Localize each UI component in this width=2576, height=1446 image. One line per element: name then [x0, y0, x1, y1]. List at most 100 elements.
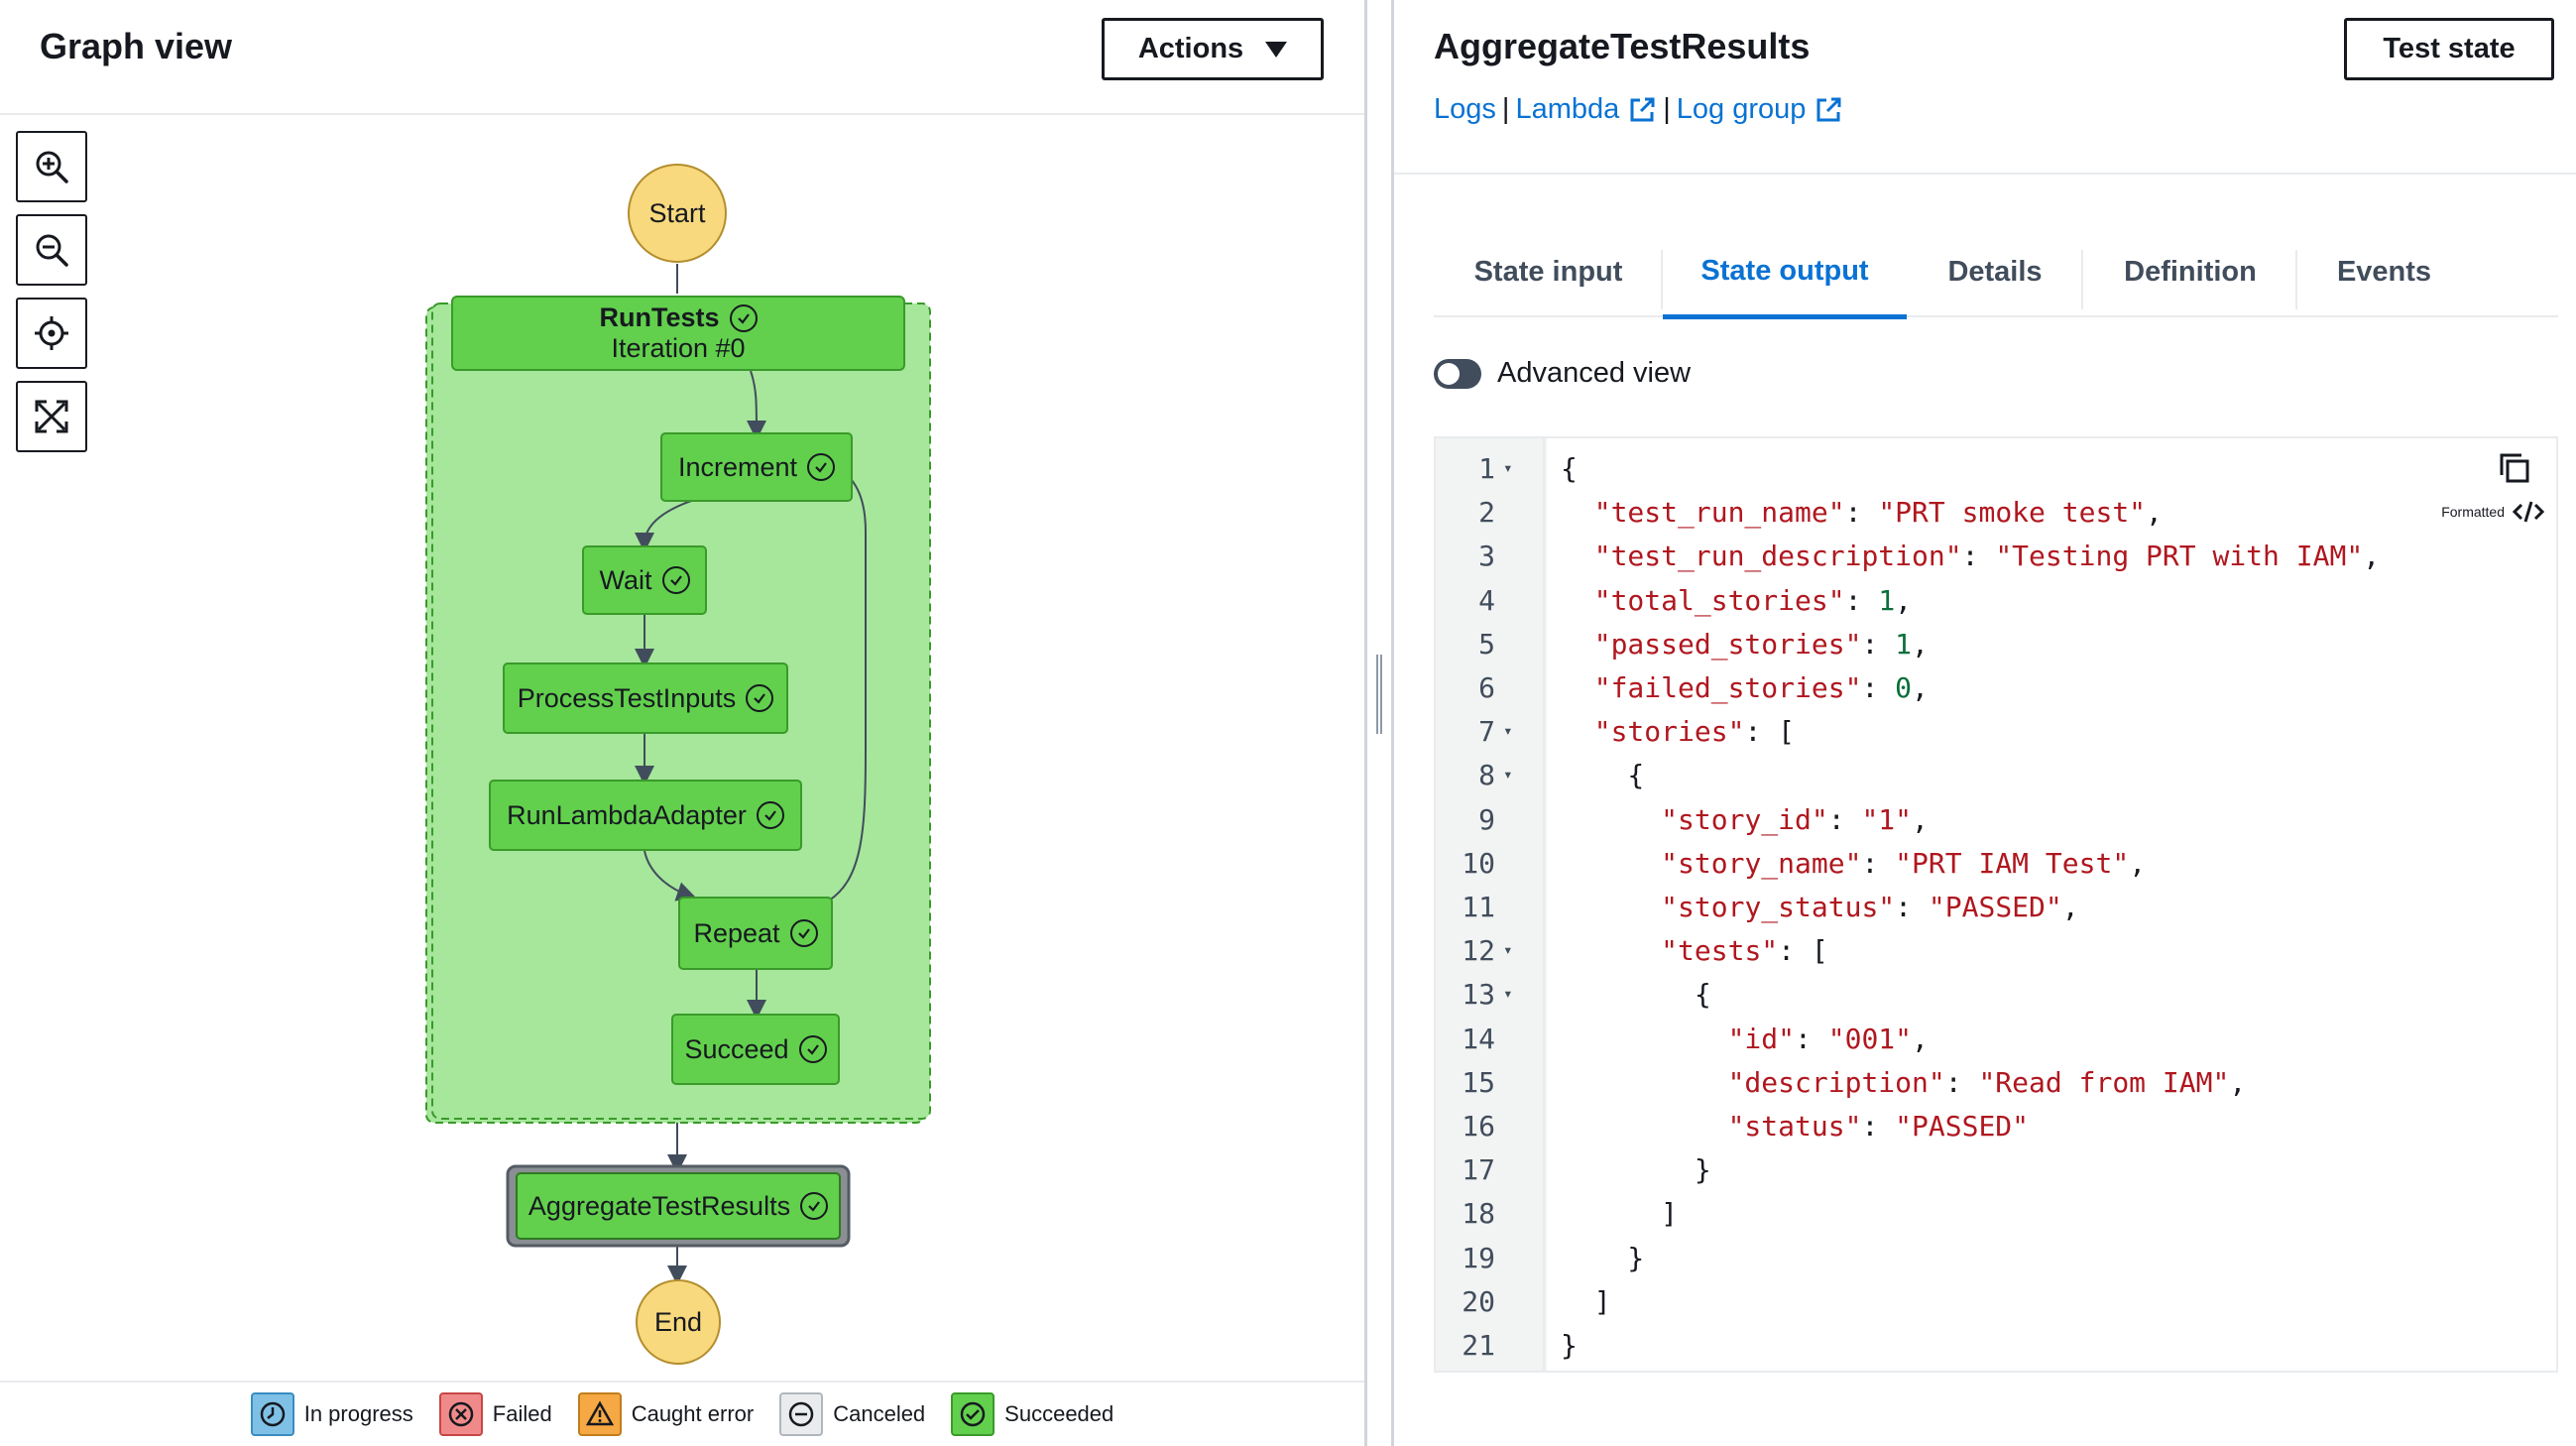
warning-icon: [577, 1392, 622, 1436]
check-circle-icon: [951, 1392, 995, 1436]
drag-grip-icon: [1376, 655, 1382, 734]
legend-in-progress: In progress: [250, 1392, 413, 1436]
line-number: 17: [1462, 1153, 1495, 1187]
copy-icon[interactable]: [2497, 450, 2532, 486]
map-state-name: RunTests: [599, 302, 720, 332]
status-legend: In progress Failed Caught error Canceled…: [0, 1381, 1364, 1446]
tab-events[interactable]: Events: [2336, 255, 2432, 288]
line-number-gutter: [1436, 438, 1545, 1371]
code-text: "story_status": "PASSED",: [1661, 891, 2079, 923]
graph-view-title: Graph view: [40, 26, 233, 66]
line-number: 10: [1462, 846, 1495, 880]
legend-succeeded: Succeeded: [951, 1392, 1113, 1436]
map-state-runtests[interactable]: RunTests Iteration #0: [451, 296, 905, 371]
test-state-button[interactable]: Test state: [2344, 18, 2554, 80]
zoom-out-icon: [36, 234, 68, 267]
clock-icon: [250, 1392, 294, 1436]
advanced-view-toggle[interactable]: [1434, 358, 1481, 389]
link-separator: |: [1501, 93, 1510, 125]
tab-details[interactable]: Details: [1907, 228, 2083, 315]
line-number: 15: [1462, 1065, 1495, 1099]
line-number: 9: [1478, 802, 1495, 836]
check-circle-icon: [807, 453, 836, 481]
line-number: 18: [1462, 1197, 1495, 1231]
code-line: 14 "id": "001",: [1436, 1023, 2556, 1066]
log-group-link[interactable]: Log group: [1677, 93, 1844, 126]
legend-caught-error: Caught error: [577, 1392, 754, 1436]
line-number: 14: [1462, 1022, 1495, 1055]
code-text: ]: [1561, 1284, 1611, 1318]
code-area: [1547, 438, 2556, 1371]
code-text: "story_id": "1",: [1661, 802, 1929, 836]
actions-button[interactable]: Actions: [1102, 18, 1324, 80]
tab-definition[interactable]: Definition: [2083, 228, 2297, 315]
fold-arrow-icon[interactable]: ▾: [1503, 721, 1513, 741]
fit-graph-button[interactable]: [16, 381, 87, 452]
state-wait[interactable]: Wait: [582, 545, 707, 615]
code-line: 1 ▾ {: [1436, 452, 2556, 496]
check-circle-icon: [756, 801, 784, 829]
line-number: 2: [1478, 496, 1495, 530]
code-text: {: [1561, 759, 1645, 792]
line-number: 4: [1478, 583, 1495, 617]
graph-canvas[interactable]: Start RunTests Iteration #0 Increment Wa…: [0, 115, 1364, 1381]
center-graph-button[interactable]: [16, 298, 87, 369]
tab-state-output[interactable]: State output: [1663, 228, 1907, 319]
end-label: End: [653, 1306, 703, 1337]
panel-resize-handle[interactable]: [1364, 0, 1394, 1446]
line-number: 11: [1462, 891, 1495, 923]
check-circle-icon: [800, 1192, 829, 1220]
tab-state-input[interactable]: State input: [1434, 228, 1663, 315]
link-separator: |: [1663, 93, 1671, 125]
state-succeed[interactable]: Succeed: [671, 1014, 840, 1085]
state-runlambdaadapter[interactable]: RunLambdaAdapter: [489, 780, 802, 851]
line-number: 1: [1478, 452, 1495, 485]
code-line: 6 "failed_stories": 0,: [1436, 671, 2556, 715]
line-number: 21: [1462, 1329, 1495, 1362]
line-number: 5: [1478, 627, 1495, 661]
code-line: 16 "status": "PASSED": [1436, 1110, 2556, 1153]
x-circle-icon: [438, 1392, 483, 1436]
fold-arrow-icon[interactable]: ▾: [1503, 458, 1513, 477]
state-details-panel: AggregateTestResults Logs | Lambda | Log…: [1394, 0, 2576, 1446]
code-line: 15 "description": "Read from IAM",: [1436, 1066, 2556, 1110]
legend-label: Failed: [492, 1401, 552, 1426]
check-circle-icon: [729, 303, 758, 332]
zoom-in-button[interactable]: [16, 131, 87, 202]
expand-icon: [35, 400, 68, 433]
line-number: 3: [1478, 540, 1495, 573]
state-increment[interactable]: Increment: [660, 432, 853, 502]
advanced-view-label: Advanced view: [1497, 357, 1692, 389]
json-output-viewer[interactable]: 1 ▾ {2 "test_run_name": "PRT smoke test",3…: [1434, 436, 2558, 1373]
zoom-out-button[interactable]: [16, 214, 87, 286]
code-text: "test_run_description": "Testing PRT wit…: [1593, 540, 2381, 573]
state-aggregatetestresults[interactable]: AggregateTestResults: [516, 1172, 841, 1240]
code-line: 21}: [1436, 1329, 2556, 1373]
zoom-in-icon: [36, 151, 68, 183]
formatted-label: Formatted: [2441, 504, 2505, 520]
state-repeat[interactable]: Repeat: [678, 897, 833, 970]
start-node[interactable]: Start: [628, 164, 727, 263]
check-circle-icon: [661, 566, 690, 594]
code-text: "status": "PASSED": [1727, 1110, 2030, 1143]
state-label: ProcessTestInputs: [517, 682, 737, 713]
logs-link[interactable]: Logs: [1434, 93, 1496, 125]
state-processtestinputs[interactable]: ProcessTestInputs: [503, 663, 788, 734]
state-label: AggregateTestResults: [527, 1190, 791, 1221]
code-text: "description": "Read from IAM",: [1727, 1065, 2247, 1099]
check-circle-icon: [798, 1035, 827, 1063]
fold-arrow-icon[interactable]: ▾: [1503, 984, 1513, 1004]
advanced-view-row: Advanced view: [1434, 357, 1691, 390]
graph-view-panel: Graph view Actions: [0, 18, 1364, 1446]
fold-arrow-icon[interactable]: ▾: [1503, 940, 1513, 960]
map-state-title-row: RunTests: [599, 302, 758, 333]
format-toggle[interactable]: Formatted: [2441, 500, 2544, 524]
line-number: 7: [1478, 715, 1495, 749]
end-node[interactable]: End: [636, 1279, 721, 1365]
code-line: 5 "passed_stories": 1,: [1436, 628, 2556, 671]
lambda-link[interactable]: Lambda: [1515, 93, 1657, 126]
code-line: 2 "test_run_name": "PRT smoke test",: [1436, 496, 2556, 540]
code-text: ]: [1561, 1197, 1679, 1231]
fold-arrow-icon[interactable]: ▾: [1503, 765, 1513, 784]
code-text: {: [1561, 452, 1578, 485]
